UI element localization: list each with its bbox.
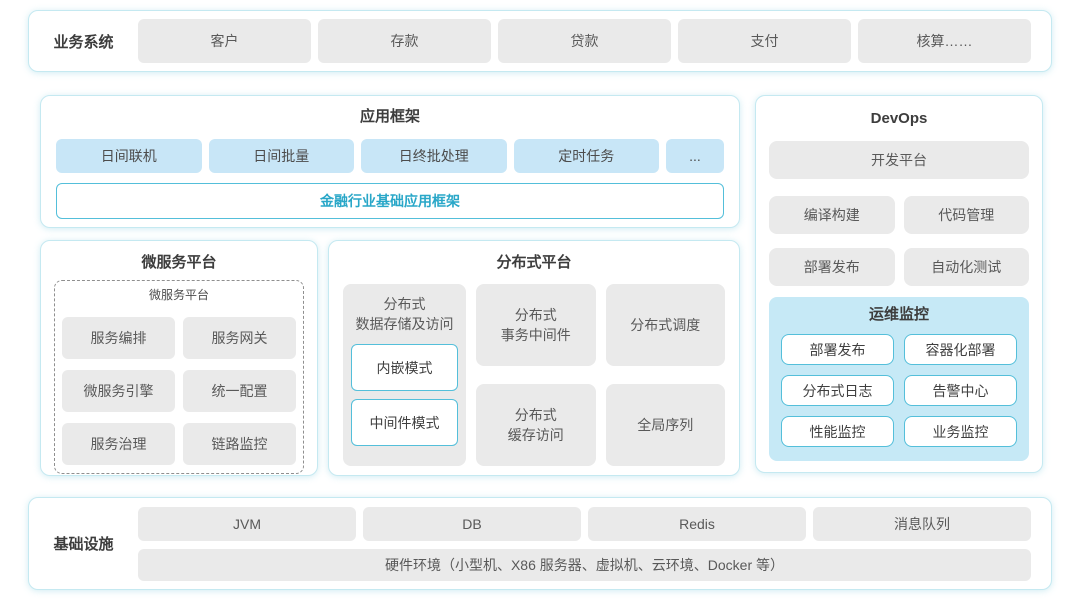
box-eod-batch: 日终批处理 <box>361 139 507 173</box>
business-systems-row: 客户 存款 贷款 支付 核算…… <box>138 19 1031 63</box>
box-daytime-online: 日间联机 <box>56 139 202 173</box>
box-service-orchestration: 服务编排 <box>62 317 175 359</box>
microservice-grid: 服务编排 服务网关 微服务引擎 统一配置 服务治理 链路监控 <box>62 317 296 465</box>
ops-monitoring-panel: 运维监控 部署发布 容器化部署 分布式日志 告警中心 性能监控 业务监控 <box>769 297 1029 461</box>
app-framework-title: 应用框架 <box>359 108 420 125</box>
box-customer: 客户 <box>138 19 311 63</box>
box-more-ellipsis: ... <box>666 139 724 173</box>
box-deposit: 存款 <box>318 19 491 63</box>
box-perf-monitor: 性能监控 <box>781 416 894 447</box>
devops-grid: 编译构建 代码管理 部署发布 自动化测试 <box>769 196 1029 286</box>
distributed-panel: 分布式平台 分布式 数据存储及访问 内嵌模式 中间件模式 分布式 事务中间件 分… <box>328 240 740 476</box>
microservice-inner-title: 微服务平台 <box>148 288 209 302</box>
devops-title: DevOps <box>870 110 928 127</box>
box-global-sequence: 全局序列 <box>605 384 725 466</box>
infrastructure-label: 基础设施 <box>53 536 114 553</box>
box-auto-test: 自动化测试 <box>903 248 1029 286</box>
ops-monitoring-title: 运维监控 <box>868 306 929 323</box>
box-service-gateway: 服务网关 <box>183 317 296 359</box>
box-jvm: JVM <box>138 506 356 541</box>
app-framework-row: 日间联机 日间批量 日终批处理 定时任务 ... <box>56 139 724 173</box>
box-daytime-batch: 日间批量 <box>208 139 354 173</box>
infrastructure-band: 基础设施 JVM DB Redis 消息队列 硬件环境（小型机、X86 服务器、… <box>28 497 1052 590</box>
microservice-title: 微服务平台 <box>141 254 217 271</box>
box-container-deploy: 容器化部署 <box>904 334 1017 365</box>
box-message-queue: 消息队列 <box>813 506 1031 541</box>
box-cache-access: 分布式 缓存访问 <box>476 384 596 466</box>
box-distributed-schedule: 分布式调度 <box>605 284 725 366</box>
box-finance-base-framework: 金融行业基础应用框架 <box>56 183 724 219</box>
distributed-grid: 分布式 数据存储及访问 内嵌模式 中间件模式 分布式 事务中间件 分布式 缓存访… <box>343 284 725 466</box>
app-framework-panel: 应用框架 日间联机 日间批量 日终批处理 定时任务 ... 金融行业基础应用框架 <box>40 95 740 228</box>
box-trace-monitor: 链路监控 <box>183 423 296 465</box>
distributed-col-middle: 分布式 事务中间件 分布式 缓存访问 <box>476 284 596 466</box>
box-deploy-release: 部署发布 <box>769 248 895 286</box>
box-unified-config: 统一配置 <box>183 370 296 412</box>
box-code-mgmt: 代码管理 <box>903 196 1029 234</box>
box-service-governance: 服务治理 <box>62 423 175 465</box>
box-data-storage-access: 分布式 数据存储及访问 内嵌模式 中间件模式 <box>343 284 466 466</box>
box-dev-platform: 开发平台 <box>769 141 1029 179</box>
box-microservice-engine: 微服务引擎 <box>62 370 175 412</box>
box-middleware-mode: 中间件模式 <box>351 399 458 446</box>
box-scheduled-task: 定时任务 <box>513 139 659 173</box>
box-embedded-mode: 内嵌模式 <box>351 344 458 391</box>
box-redis: Redis <box>588 506 806 541</box>
microservice-panel: 微服务平台 微服务平台 服务编排 服务网关 微服务引擎 统一配置 服务治理 链路… <box>40 240 318 476</box>
microservice-dashed-group: 微服务平台 服务编排 服务网关 微服务引擎 统一配置 服务治理 链路监控 <box>54 280 304 474</box>
distributed-col-right: 分布式调度 全局序列 <box>605 284 725 466</box>
box-db: DB <box>363 506 581 541</box>
box-accounting: 核算…… <box>858 19 1031 63</box>
box-monitor-deploy-release: 部署发布 <box>781 334 894 365</box>
box-hardware-env: 硬件环境（小型机、X86 服务器、虚拟机、云环境、Docker 等） <box>138 548 1031 581</box>
business-systems-label: 业务系统 <box>53 33 114 51</box>
devops-panel: DevOps 开发平台 编译构建 代码管理 部署发布 自动化测试 运维监控 部署… <box>755 95 1043 473</box>
box-compile-build: 编译构建 <box>769 196 895 234</box>
box-payment: 支付 <box>678 19 851 63</box>
box-alert-center: 告警中心 <box>904 375 1017 406</box>
distributed-title: 分布式平台 <box>496 254 572 271</box>
business-systems-band: 业务系统 客户 存款 贷款 支付 核算…… <box>28 10 1052 72</box>
box-business-monitor: 业务监控 <box>904 416 1017 447</box>
box-transaction-middleware: 分布式 事务中间件 <box>476 284 596 366</box>
box-loan: 贷款 <box>498 19 671 63</box>
box-distributed-log: 分布式日志 <box>781 375 894 406</box>
data-storage-access-label: 分布式 数据存储及访问 <box>355 296 454 332</box>
ops-monitoring-grid: 部署发布 容器化部署 分布式日志 告警中心 性能监控 业务监控 <box>781 334 1017 447</box>
infrastructure-row: JVM DB Redis 消息队列 <box>138 506 1031 541</box>
infrastructure-content: JVM DB Redis 消息队列 硬件环境（小型机、X86 服务器、虚拟机、云… <box>138 506 1031 581</box>
